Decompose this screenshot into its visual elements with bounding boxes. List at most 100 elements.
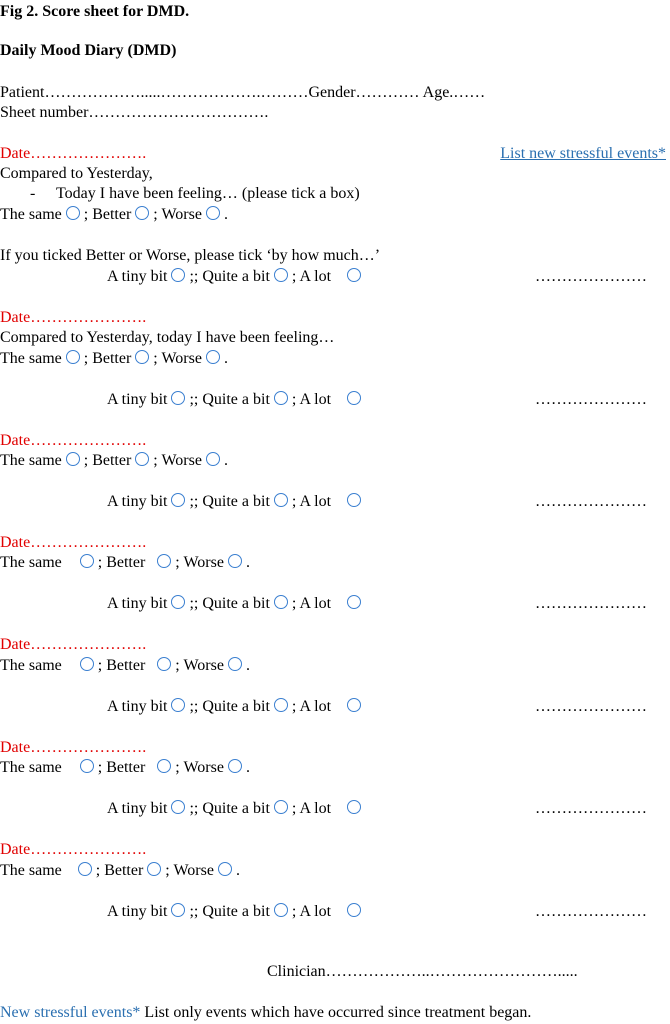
- radio-quite[interactable]: [273, 800, 288, 814]
- compared-text: Compared to Yesterday,: [0, 165, 153, 182]
- worse-label: ; Worse: [165, 862, 214, 879]
- mood-row-5: The same; Better; Worse.: [0, 656, 250, 676]
- event-field-3[interactable]: …………………: [535, 493, 647, 510]
- sheet-number-line: Sheet number…………………………….: [0, 104, 269, 121]
- radio-alot[interactable]: [347, 493, 362, 507]
- form-title: Daily Mood Diary (DMD): [0, 42, 177, 59]
- degree-row-6: A tiny bit;; Quite a bit; A lot: [107, 799, 365, 819]
- radio-better[interactable]: [135, 452, 150, 466]
- clinician-line[interactable]: Clinician………………..…………………….....: [267, 963, 578, 980]
- radio-quite[interactable]: [273, 268, 288, 282]
- mood-row-2: The same; Better; Worse.: [0, 349, 228, 369]
- mood-row-7: The same; Better; Worse.: [0, 861, 240, 881]
- mood-row-3: The same; Better; Worse.: [0, 451, 228, 471]
- radio-same[interactable]: [65, 452, 80, 466]
- event-field-4[interactable]: …………………: [535, 595, 647, 612]
- same-label: The same: [0, 862, 62, 879]
- quite-label: ; Quite a bit: [193, 800, 270, 817]
- alot-label: ; A lot: [291, 595, 332, 612]
- radio-worse[interactable]: [227, 759, 242, 773]
- degree-row-1: A tiny bit;; Quite a bit; A lot: [107, 267, 365, 287]
- sep: ;: [189, 903, 194, 920]
- radio-worse[interactable]: [217, 862, 232, 876]
- radio-quite[interactable]: [273, 391, 288, 405]
- radio-quite[interactable]: [273, 698, 288, 712]
- better-label: ; Better: [83, 206, 132, 223]
- stressful-events-link[interactable]: List new stressful events*: [500, 145, 666, 162]
- same-label: The same: [0, 759, 62, 776]
- sep: ;: [189, 595, 194, 612]
- tiny-label: A tiny bit: [107, 391, 168, 408]
- radio-quite[interactable]: [273, 493, 288, 507]
- dash: -: [30, 185, 36, 202]
- period: .: [235, 862, 240, 879]
- tiny-label: A tiny bit: [107, 493, 168, 510]
- better-label: ; Better: [83, 452, 132, 469]
- event-field-5[interactable]: …………………: [535, 698, 647, 715]
- radio-alot[interactable]: [347, 903, 362, 917]
- radio-worse[interactable]: [227, 554, 242, 568]
- mood-row-6: The same; Better; Worse.: [0, 758, 250, 778]
- if-ticked-text: If you ticked Better or Worse, please ti…: [0, 247, 381, 264]
- radio-alot[interactable]: [347, 391, 362, 405]
- radio-quite[interactable]: [273, 903, 288, 917]
- radio-same[interactable]: [65, 350, 80, 364]
- worse-label: ; Worse: [153, 452, 202, 469]
- sep: ;: [189, 391, 194, 408]
- event-field-1[interactable]: …………………: [535, 268, 647, 285]
- radio-tiny[interactable]: [171, 800, 186, 814]
- date-label-7: Date………………….: [0, 841, 147, 858]
- radio-better[interactable]: [157, 657, 172, 671]
- radio-tiny[interactable]: [171, 268, 186, 282]
- period: .: [223, 206, 228, 223]
- radio-better[interactable]: [157, 554, 172, 568]
- radio-better[interactable]: [135, 350, 150, 364]
- radio-better[interactable]: [157, 759, 172, 773]
- radio-same[interactable]: [79, 759, 94, 773]
- better-label: ; Better: [83, 350, 132, 367]
- quite-label: ; Quite a bit: [193, 698, 270, 715]
- radio-worse[interactable]: [205, 452, 220, 466]
- period: .: [245, 554, 250, 571]
- event-field-7[interactable]: …………………: [535, 903, 647, 920]
- radio-tiny[interactable]: [171, 595, 186, 609]
- radio-worse[interactable]: [227, 657, 242, 671]
- alot-label: ; A lot: [291, 800, 332, 817]
- radio-same[interactable]: [77, 862, 92, 876]
- compared-full-text: Compared to Yesterday, today I have been…: [0, 329, 335, 346]
- radio-tiny[interactable]: [171, 493, 186, 507]
- degree-row-2: A tiny bit;; Quite a bit; A lot: [107, 390, 365, 410]
- radio-worse[interactable]: [205, 206, 220, 220]
- footer-label: New stressful events*: [0, 1004, 141, 1021]
- radio-alot[interactable]: [347, 268, 362, 282]
- sep: ;: [189, 268, 194, 285]
- period: .: [223, 350, 228, 367]
- radio-alot[interactable]: [347, 595, 362, 609]
- quite-label: ; Quite a bit: [193, 391, 270, 408]
- event-field-2[interactable]: …………………: [535, 391, 647, 408]
- radio-better[interactable]: [135, 206, 150, 220]
- radio-tiny[interactable]: [171, 391, 186, 405]
- alot-label: ; A lot: [291, 493, 332, 510]
- worse-label: ; Worse: [175, 554, 224, 571]
- radio-same[interactable]: [79, 657, 94, 671]
- radio-worse[interactable]: [205, 350, 220, 364]
- radio-same[interactable]: [79, 554, 94, 568]
- radio-quite[interactable]: [273, 595, 288, 609]
- quite-label: ; Quite a bit: [193, 903, 270, 920]
- footer-note: New stressful events* List only events w…: [0, 1003, 531, 1023]
- period: .: [245, 759, 250, 776]
- radio-alot[interactable]: [347, 800, 362, 814]
- radio-tiny[interactable]: [171, 698, 186, 712]
- radio-alot[interactable]: [347, 698, 362, 712]
- same-label: The same: [0, 206, 62, 223]
- degree-row-5: A tiny bit;; Quite a bit; A lot: [107, 697, 365, 717]
- event-field-6[interactable]: …………………: [535, 800, 647, 817]
- radio-tiny[interactable]: [171, 903, 186, 917]
- date-label-4: Date………………….: [0, 534, 147, 551]
- footer-text: List only events which have occurred sin…: [140, 1004, 532, 1021]
- quite-label: ; Quite a bit: [193, 493, 270, 510]
- radio-same[interactable]: [65, 206, 80, 220]
- worse-label: ; Worse: [175, 657, 224, 674]
- radio-better[interactable]: [147, 862, 162, 876]
